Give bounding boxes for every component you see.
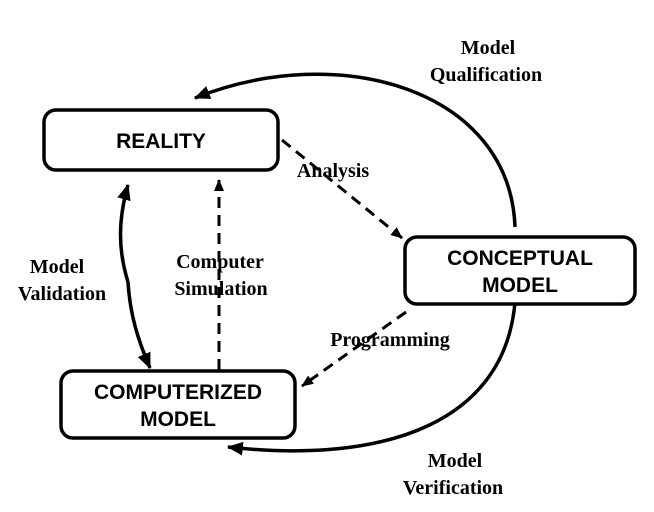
computer-simulation-label-line1: Computer [176,251,264,273]
conceptual-model-box [403,235,637,306]
computerized-model-label-line1: COMPUTERIZED [94,381,262,404]
computer-simulation-label-line2: Simulation [174,278,267,300]
reality-label: REALITY [116,130,206,153]
model-verification-arrow [226,301,517,456]
programming-label: Programming [330,329,450,351]
model-validation-arrow-up [117,183,131,283]
model-qualification-label-line2: Qualification [430,64,542,86]
model-verification-label-line1: Model [428,450,483,472]
conceptual-model-label-line1: CONCEPTUAL [447,247,593,270]
model-qualification-arrow [193,72,517,228]
model-validation-label-line1: Model [30,256,85,278]
model-validation-label-line2: Validation [18,283,106,305]
reality-box [42,108,280,172]
model-qualification-label-line1: Model [461,37,516,59]
analysis-label: Analysis [297,160,369,182]
analysis-arrow [281,138,403,240]
model-verification-label-line2: Verification [403,477,503,499]
computerized-model-box [59,369,297,440]
conceptual-model-label-line2: MODEL [482,274,558,297]
programming-arrow [301,310,407,388]
computerized-model-label-line2: MODEL [140,408,216,431]
model-validation-arrow-down [126,281,152,370]
